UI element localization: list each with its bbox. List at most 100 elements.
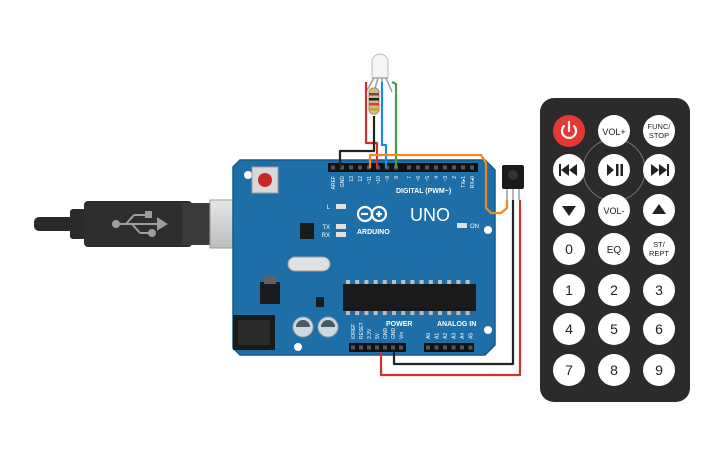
chip-pin xyxy=(364,280,369,284)
eq-label: EQ xyxy=(607,245,622,256)
digit-2-label: 2 xyxy=(610,282,618,298)
power-jack xyxy=(233,315,275,350)
pin-hole xyxy=(351,345,355,350)
digit-4-button[interactable]: 4 xyxy=(553,313,585,345)
ir-remote: VOL+ FUNC/ STOP xyxy=(540,98,690,402)
pin-label: RESET xyxy=(359,322,365,339)
rewind-button[interactable] xyxy=(553,154,585,186)
pin-label: 8 xyxy=(394,176,400,179)
pin-hole xyxy=(367,345,371,350)
digit-2-button[interactable]: 2 xyxy=(598,274,630,306)
wire-black-led xyxy=(338,116,376,168)
chip-pin xyxy=(410,280,415,284)
reset-button[interactable] xyxy=(251,166,279,194)
digit-9-button[interactable]: 9 xyxy=(643,354,675,386)
pin-hole xyxy=(443,345,447,350)
digit-0-label: 0 xyxy=(565,241,573,257)
digit-8-label: 8 xyxy=(610,362,618,378)
up-button[interactable] xyxy=(643,194,675,226)
transistor xyxy=(316,297,324,307)
digit-7-button[interactable]: 7 xyxy=(553,354,585,386)
vol-up-label: VOL+ xyxy=(602,127,625,137)
chip-pin xyxy=(410,311,415,315)
pin-hole xyxy=(443,165,447,170)
chip-pin xyxy=(456,311,461,315)
play-pause-button[interactable] xyxy=(598,154,630,186)
pin-label: A1 xyxy=(435,333,441,339)
arduino-logo: UNO ARDUINO xyxy=(356,205,450,236)
capacitor-left xyxy=(292,316,314,338)
digit-6-button[interactable]: 6 xyxy=(643,313,675,345)
pin-hole xyxy=(383,345,387,350)
pin-label: Vin xyxy=(399,332,405,339)
infinity-logo-icon xyxy=(356,205,388,223)
digit-3-label: 3 xyxy=(655,282,663,298)
pin-label: ~6 xyxy=(416,176,422,182)
led-rx-label: RX xyxy=(322,233,330,239)
pin-label: IOREF xyxy=(351,324,357,339)
pin-hole xyxy=(399,345,403,350)
chip-pin xyxy=(401,311,406,315)
pin-label: GND xyxy=(383,328,389,340)
vol-down-label: VOL- xyxy=(603,206,624,216)
pin-label: 2 xyxy=(452,176,458,179)
st-rept-label-line1: ST/ xyxy=(653,240,666,249)
digit-6-label: 6 xyxy=(655,321,663,337)
pin-label: ~11 xyxy=(367,176,373,184)
pin-label: A4 xyxy=(460,333,466,339)
board-brand-label: ARDUINO xyxy=(357,229,390,236)
chip-pin xyxy=(428,280,433,284)
pin-label: ~3 xyxy=(443,176,449,182)
pin-label: A3 xyxy=(452,333,458,339)
power-button[interactable] xyxy=(553,115,585,147)
pin-hole xyxy=(468,345,473,350)
pin-hole xyxy=(340,165,344,170)
wire-green-led xyxy=(391,81,398,168)
down-button[interactable] xyxy=(553,194,585,226)
chip-pin xyxy=(382,280,387,284)
board-model-label: UNO xyxy=(410,205,450,225)
pin-label: RX◂0 xyxy=(470,176,476,188)
power-icon xyxy=(560,120,578,139)
chip-pin xyxy=(447,280,452,284)
wire-orange-signal xyxy=(368,153,509,215)
func-stop-button[interactable]: FUNC/ STOP xyxy=(643,115,675,147)
chip-pin xyxy=(392,280,396,284)
pin-label: AREF xyxy=(331,176,337,189)
chip-pin xyxy=(346,280,350,284)
vol-down-button[interactable]: VOL- xyxy=(598,194,630,226)
pin-label: 7 xyxy=(407,176,413,179)
rewind-icon xyxy=(559,164,577,176)
st-rept-button[interactable]: ST/ REPT xyxy=(643,233,675,265)
digit-8-button[interactable]: 8 xyxy=(598,354,630,386)
pin-hole xyxy=(416,165,420,170)
vol-up-button[interactable]: VOL+ xyxy=(598,115,630,147)
pin-label: 13 xyxy=(349,176,355,182)
st-rept-label-line2: REPT xyxy=(649,249,669,258)
pin-hole xyxy=(391,345,395,350)
chip-pin xyxy=(401,280,406,284)
digit-1-button[interactable]: 1 xyxy=(553,274,585,306)
led-l-label: L xyxy=(327,205,331,211)
pin-hole xyxy=(460,345,464,350)
fast-forward-button[interactable] xyxy=(643,154,675,186)
digit-0-button[interactable]: 0 xyxy=(553,233,585,265)
pin-hole xyxy=(349,165,353,170)
led-tx-label: TX xyxy=(322,225,330,231)
digit-5-label: 5 xyxy=(610,321,618,337)
digital-header-label: DIGITAL (PWM~) xyxy=(396,188,451,195)
pin-hole xyxy=(461,165,465,170)
pin-label: ~9 xyxy=(385,176,391,182)
led-on-label: ON xyxy=(470,224,479,230)
digit-3-button[interactable]: 3 xyxy=(643,274,675,306)
digit-5-button[interactable]: 5 xyxy=(598,313,630,345)
arduino-uno-board: L TX RX ON UNO ARDUINO DIGITAL (PWM~) PO… xyxy=(232,159,496,356)
wire-blue-led xyxy=(380,82,388,168)
pin-hole xyxy=(452,165,456,170)
eq-button[interactable]: EQ xyxy=(598,233,630,265)
analog-pin-header xyxy=(424,343,474,352)
pin-hole xyxy=(451,345,456,350)
wire-black-gnd xyxy=(392,200,515,366)
digit-7-label: 7 xyxy=(565,362,573,378)
